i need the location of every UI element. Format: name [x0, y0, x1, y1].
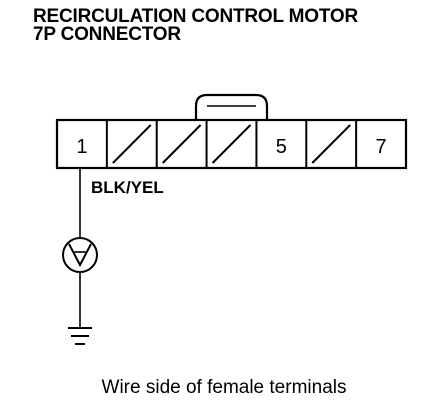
terminal-cell-4 — [205, 120, 252, 168]
unused-terminal-slash — [211, 124, 252, 164]
diagram-caption: Wire side of female terminals — [101, 377, 347, 398]
terminal-number: 5 — [276, 136, 287, 158]
terminal-cell-3 — [155, 120, 202, 168]
terminal-number: 7 — [376, 136, 387, 158]
unused-terminal-slash — [162, 124, 202, 164]
unused-terminal-slash — [112, 124, 152, 164]
terminal-cells: 1 5 7 — [55, 118, 408, 170]
diagram-title: RECIRCULATION CONTROL MOTOR 7P CONNECTOR — [33, 6, 358, 45]
ground-icon — [68, 327, 92, 345]
terminal-number: 1 — [76, 136, 87, 158]
terminal-cell-7: 7 — [355, 120, 387, 168]
terminal-cell-1: 1 — [76, 136, 87, 158]
terminal-cell-2 — [105, 120, 152, 168]
connector-lock-tab — [194, 93, 269, 120]
voltmeter-icon — [62, 237, 98, 273]
wire-color-label: BLK/YEL — [91, 178, 164, 197]
title-line-1: RECIRCULATION CONTROL MOTOR — [33, 6, 358, 27]
title-line-2: 7P CONNECTOR — [33, 24, 181, 45]
terminal-cell-6 — [305, 120, 351, 168]
unused-terminal-slash — [311, 124, 351, 164]
terminal-cell-5: 5 — [255, 120, 287, 168]
